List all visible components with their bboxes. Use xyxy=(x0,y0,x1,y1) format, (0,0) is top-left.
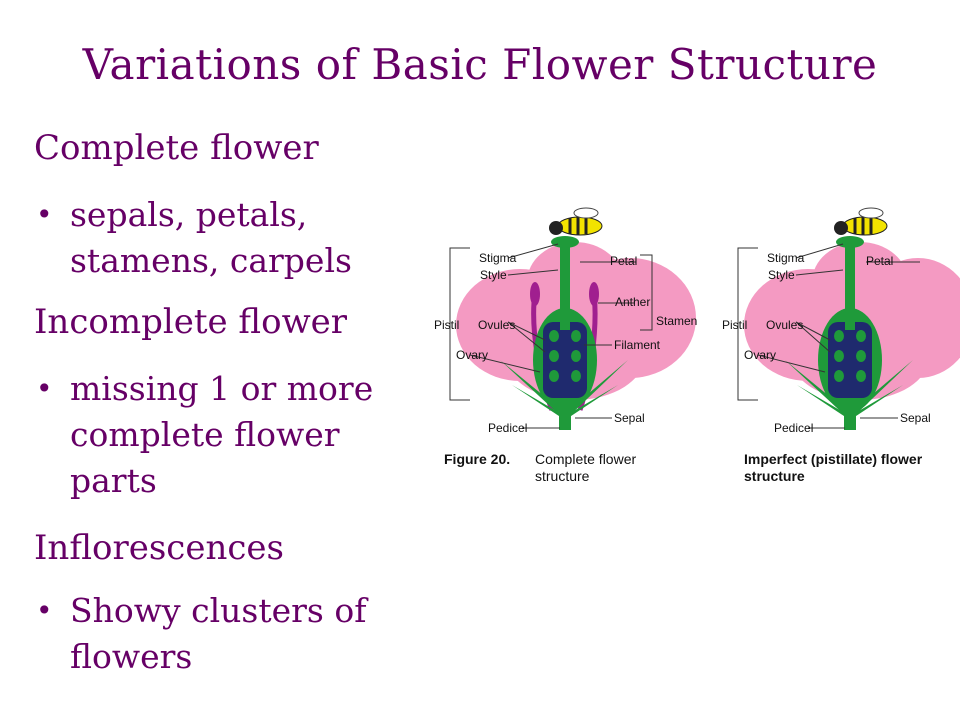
heading-inflorescences: Inflorescences xyxy=(34,528,284,568)
complete-label-lines xyxy=(449,243,653,429)
bullet-dot: • xyxy=(36,594,53,627)
bullet-line: Showy clusters of xyxy=(70,591,367,630)
bullet-dot: • xyxy=(36,198,53,231)
label-filament: Filament xyxy=(614,338,661,352)
heading-complete-flower: Complete flower xyxy=(34,128,319,168)
label-pedicel: Pedicel xyxy=(488,421,527,435)
bullet-line: missing 1 or more xyxy=(70,369,374,408)
label-sepal: Sepal xyxy=(614,411,645,425)
slide-title: Variations of Basic Flower Structure xyxy=(82,40,878,89)
label-petal: Petal xyxy=(610,254,637,268)
stamen-bracket xyxy=(640,254,653,331)
bullet-line: sepals, petals, xyxy=(70,195,308,234)
complete-ovules xyxy=(549,330,581,382)
figure-number: Figure 20. xyxy=(444,451,510,467)
outline: Complete flower • sepals, petals, stamen… xyxy=(0,0,420,720)
bullet-line: stamens, carpels xyxy=(70,241,352,280)
label-sepal: Sepal xyxy=(900,411,931,425)
imperfect-flower-diagram: Stigma Style Petal Pistil Ovules Ovary S… xyxy=(722,207,960,484)
bee-icon xyxy=(549,207,603,236)
complete-style xyxy=(560,240,570,330)
bullet-line: flowers xyxy=(70,637,193,676)
caption-imperfect-line2: structure xyxy=(744,468,805,484)
imperfect-stigma xyxy=(836,236,864,248)
label-anther: Anther xyxy=(615,295,650,309)
complete-stigma xyxy=(551,236,579,248)
bullet-line: complete flower xyxy=(70,415,340,454)
caption-complete-line1: Complete flower xyxy=(535,451,636,467)
heading-incomplete-flower: Incomplete flower xyxy=(34,302,348,342)
label-pistil: Pistil xyxy=(434,318,459,332)
complete-flower-diagram: Stigma Style Petal Anther Stamen Pistil … xyxy=(434,207,697,484)
anther-right xyxy=(589,282,599,306)
caption-imperfect-line1: Imperfect (pistillate) flower xyxy=(744,451,923,467)
imperfect-pedicel xyxy=(844,405,856,430)
label-stigma: Stigma xyxy=(767,251,805,265)
label-ovules: Ovules xyxy=(766,318,803,332)
label-stigma: Stigma xyxy=(479,251,517,265)
bee-icon xyxy=(834,207,888,236)
label-pistil: Pistil xyxy=(722,318,747,332)
label-style: Style xyxy=(480,268,507,282)
imperfect-ovules xyxy=(834,330,866,382)
label-ovules: Ovules xyxy=(478,318,515,332)
label-pedicel: Pedicel xyxy=(774,421,813,435)
imperfect-label-lines xyxy=(737,243,920,429)
complete-pedicel xyxy=(559,405,571,430)
anther-left xyxy=(530,282,540,306)
label-ovary: Ovary xyxy=(456,348,488,362)
label-style: Style xyxy=(768,268,795,282)
label-petal: Petal xyxy=(866,254,893,268)
pistil-bracket xyxy=(449,247,470,401)
imperfect-style xyxy=(845,240,855,330)
bullet-line: parts xyxy=(70,461,157,500)
label-stamen: Stamen xyxy=(656,314,697,328)
caption-complete-line2: structure xyxy=(535,468,590,484)
label-ovary: Ovary xyxy=(744,348,776,362)
bullet-dot: • xyxy=(36,372,53,405)
